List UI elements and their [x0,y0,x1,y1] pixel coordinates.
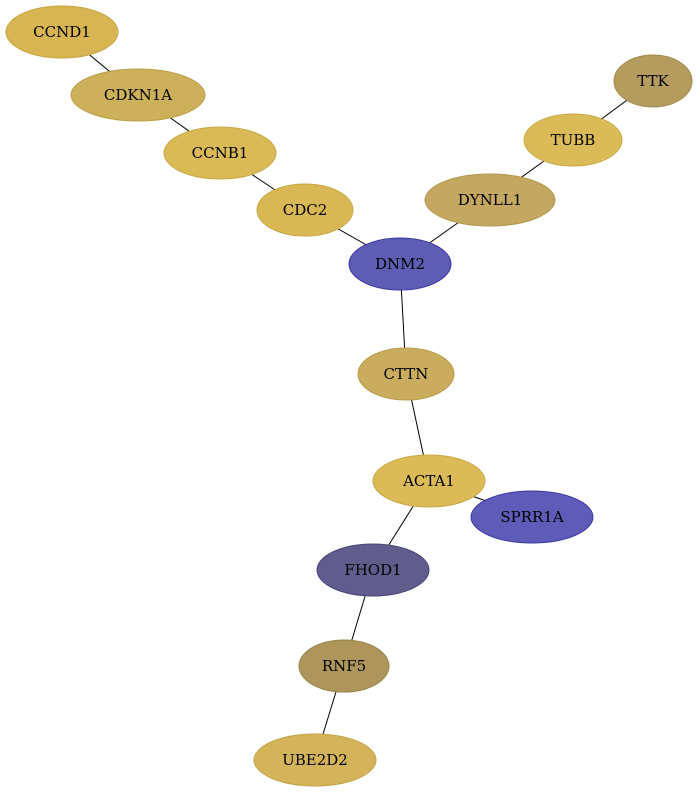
node-ellipse [256,183,354,237]
node-label: CTTN [384,365,429,383]
node-ellipse [372,454,486,508]
node-label: FHOD1 [344,561,401,579]
node-ccnd1[interactable]: CCND1 [5,5,119,59]
node-cttn[interactable]: CTTN [357,347,455,401]
node-ellipse [523,113,623,167]
node-ellipse [470,490,594,544]
node-ellipse [70,68,206,122]
node-label: DYNLL1 [458,191,523,209]
node-ellipse [357,347,455,401]
node-ellipse [348,237,452,291]
node-rnf5[interactable]: RNF5 [298,639,390,693]
node-fhod1[interactable]: FHOD1 [316,543,430,597]
node-dynll1[interactable]: DYNLL1 [424,173,556,227]
node-label: CCND1 [33,23,91,41]
node-label: RNF5 [322,657,366,675]
node-label: UBE2D2 [282,751,348,769]
node-label: TUBB [551,131,596,149]
node-ellipse [424,173,556,227]
node-ellipse [316,543,430,597]
node-ellipse [5,5,119,59]
node-cdkn1a[interactable]: CDKN1A [70,68,206,122]
node-cdc2[interactable]: CDC2 [256,183,354,237]
node-dnm2[interactable]: DNM2 [348,237,452,291]
node-tubb[interactable]: TUBB [523,113,623,167]
node-ube2d2[interactable]: UBE2D2 [253,733,377,787]
node-ccnb1[interactable]: CCNB1 [163,126,277,180]
node-label: CDKN1A [104,86,172,104]
node-ellipse [253,733,377,787]
node-label: CCNB1 [192,144,249,162]
node-ellipse [613,54,693,108]
node-sprr1a[interactable]: SPRR1A [470,490,594,544]
node-ttk[interactable]: TTK [613,54,693,108]
node-label: TTK [637,72,669,90]
node-acta1[interactable]: ACTA1 [372,454,486,508]
node-label: CDC2 [283,201,328,219]
node-ellipse [163,126,277,180]
node-label: SPRR1A [500,508,564,526]
node-label: ACTA1 [402,472,455,490]
node-label: DNM2 [375,255,425,273]
node-ellipse [298,639,390,693]
